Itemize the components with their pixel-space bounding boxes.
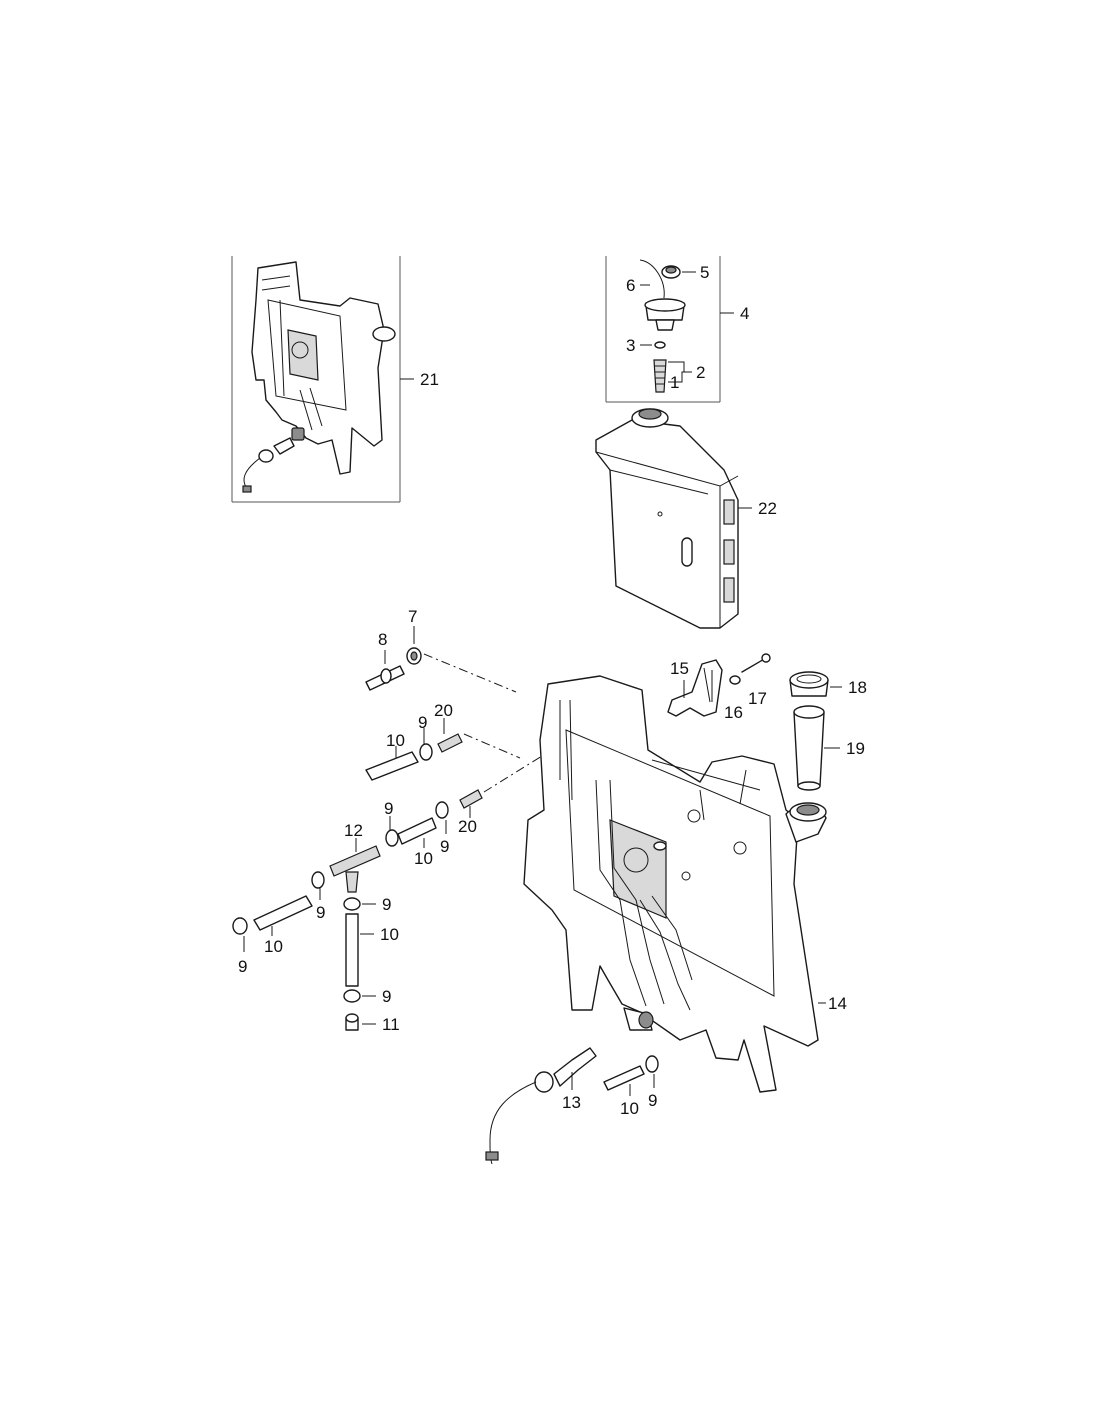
part-15-bracket: 15 [667,659,723,717]
callout-5: 5 [700,263,709,282]
assembly-line-middle [463,733,521,759]
callout-19: 19 [846,739,865,758]
hose-group-middle: 20 9 10 9 [384,789,483,868]
callout-16: 16 [724,703,743,722]
callout-13: 13 [562,1093,581,1112]
callout-10-c: 10 [264,937,283,956]
callout-20-b: 20 [458,817,477,836]
assembly-line-upper [423,653,517,693]
part-16-washer: 16 [724,675,743,722]
callout-9-b: 9 [440,837,449,856]
callout-11: 11 [382,1015,400,1034]
callout-9-f: 9 [382,895,391,914]
callout-9-c: 9 [384,799,393,818]
callout-8: 8 [378,630,387,649]
callout-9-d: 9 [316,903,325,922]
callout-10-a: 10 [386,731,405,750]
callout-10-e: 10 [620,1099,639,1118]
callout-20-a: 20 [434,701,453,720]
part-17-screw: 17 [741,653,771,708]
part-18-filler-cap: 18 [789,671,867,697]
callout-3: 3 [626,336,635,355]
part-14-main-tank: 14 [523,675,847,1093]
callout-17: 17 [748,689,767,708]
callout-2: 2 [696,363,705,382]
hose-group-lower-left: 9 10 9 [232,871,325,976]
hose-group-vertical: 9 10 9 11 [343,895,400,1034]
part-8-connector: 8 [365,630,405,691]
part-19-strainer: 19 [793,705,865,791]
callout-9-g: 9 [382,987,391,1006]
callout-15: 15 [670,659,689,678]
hose-group-upper: 10 9 20 [365,701,463,781]
part-22-detergent-canister: 22 [595,408,777,629]
callout-21: 21 [420,370,439,389]
assembly-21-tank-small: 21 [231,256,439,503]
callout-9-h: 9 [648,1091,657,1110]
callout-10-b: 10 [414,849,433,868]
hose-group-bottom: 10 9 [603,1055,659,1118]
callout-4: 4 [740,304,749,323]
callout-18: 18 [848,678,867,697]
assembly-line-lower [483,755,543,793]
callout-9-e: 9 [238,957,247,976]
callout-6: 6 [626,276,635,295]
callout-12: 12 [344,821,363,840]
part-13-level-sensor: 13 [485,1047,597,1165]
callout-9-a: 9 [418,713,427,732]
part-12-t-piece: 12 [329,821,381,893]
callout-1: 1 [670,373,679,392]
callout-7: 7 [408,607,417,626]
callout-22: 22 [758,499,777,518]
assembly-4-cap-box: 5 6 3 1 2 4 [605,256,749,403]
callout-10-d: 10 [380,925,399,944]
part-7-grommet: 7 [406,607,422,665]
callout-14: 14 [828,994,847,1013]
